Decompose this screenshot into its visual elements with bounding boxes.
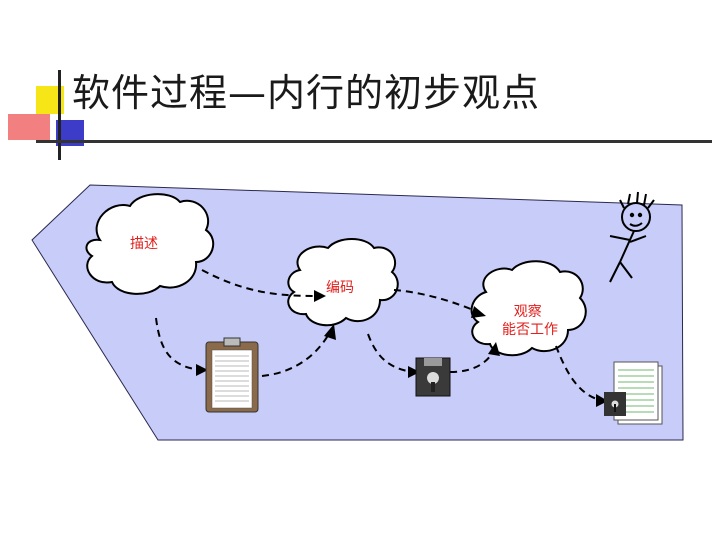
title-horizontal-rule [36,140,712,143]
cloud-observe-label-line1: 观察 [514,303,542,320]
arrow-observe-to-report [555,345,601,401]
arrow-code-to-observe [393,289,479,313]
arrow-describe-to-clipboard [155,317,201,371]
cloud-code: 编码 [287,238,399,327]
arrowhead-code-from-clipboard [324,324,336,340]
clipboard-icon [205,337,259,413]
arrowhead-clipboard [196,364,208,376]
slide-title: 软件过程—内行的初步观点 [72,71,541,115]
cloud-observe: 观察 能否工作 [470,260,587,357]
arrowhead-report [596,394,608,407]
arrow-code-to-disk [367,333,413,373]
arrow-clipboard-to-code [261,331,331,377]
cloud-describe: 描述 [85,193,215,295]
arrowhead-code [314,290,326,302]
floppy-disk-icon [415,357,451,397]
report-stack-icon [604,361,663,425]
arrowhead-observe-from-disk [488,342,500,356]
title-vertical-rule [58,70,61,160]
cloud-code-label: 编码 [326,280,354,296]
accent-square-red [8,114,50,140]
stick-figure-icon [609,191,655,283]
cloud-observe-label: 观察 能否工作 [502,303,558,338]
arrowhead-observe [471,306,486,318]
arrowhead-disk [408,366,420,378]
arrow-describe-to-code [201,269,315,297]
cloud-observe-label-line2: 能否工作 [502,322,558,338]
cloud-describe-label: 描述 [130,236,158,252]
